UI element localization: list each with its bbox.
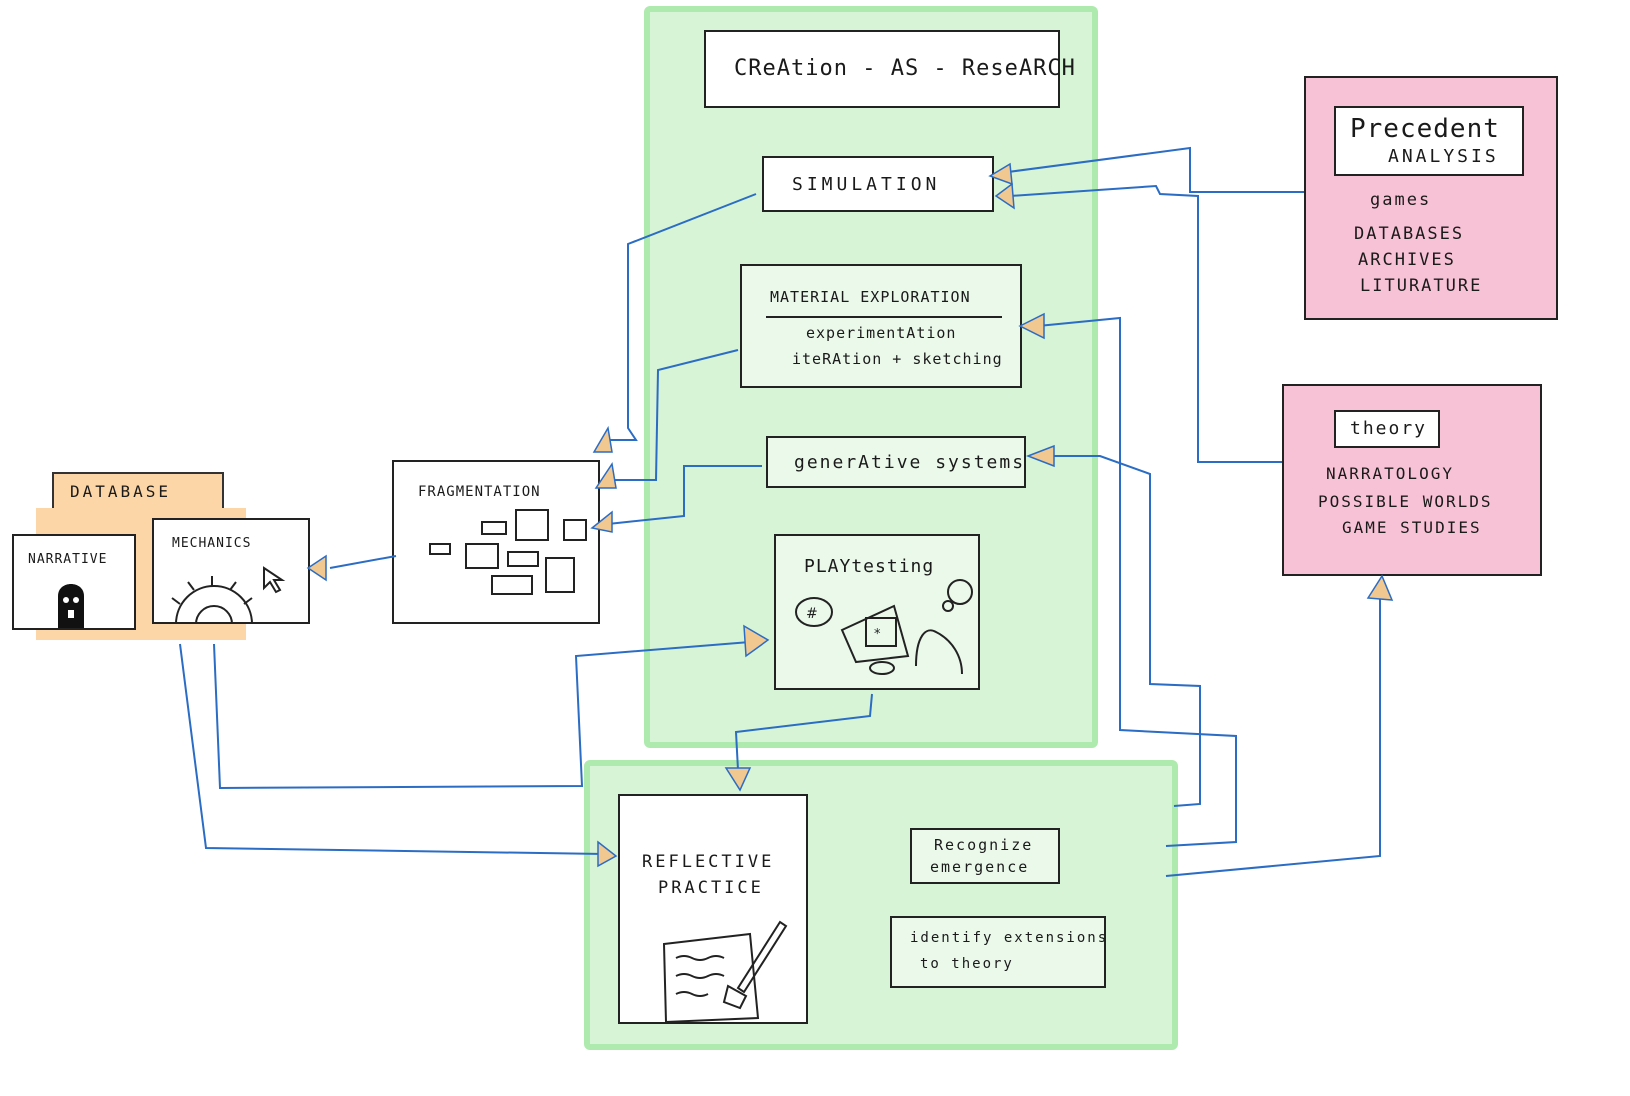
arrowhead-fragmentation-2	[594, 462, 617, 489]
creation-as-research-title-box: CReAtion - AS - ReseARCH	[704, 30, 1075, 108]
narrative-label: NARRAtive	[28, 552, 108, 567]
precedent-title-1: Precedent	[1350, 114, 1500, 144]
reflective-line-1: REfLECtiVE	[642, 852, 775, 872]
theory-title: theory	[1350, 418, 1428, 439]
material-exploration-box: MAteRiAL ExpLoRAtion experimentAtion ite…	[740, 264, 1022, 388]
playtesting-box: PLAYtesting # *	[774, 534, 980, 690]
svg-text:*: *	[874, 627, 881, 642]
creation-as-research-title: CReAtion - AS - ReseARCH	[734, 56, 1076, 81]
narrative-face-icon	[58, 584, 84, 628]
material-line-1: experimentAtion	[806, 324, 957, 342]
identify-line-1: identify extensions	[910, 930, 1109, 946]
fragmentation-box: FRAGMENtAtion	[392, 460, 600, 624]
precedent-item-1: games	[1370, 190, 1432, 210]
theory-title-box: theory	[1334, 410, 1440, 448]
theory-item-3: GAME STUDiES	[1342, 518, 1482, 537]
connector-database-playtesting	[213, 641, 751, 790]
connector-reflection-generative	[1054, 455, 1201, 807]
cursor-icon	[263, 566, 286, 594]
simulation-label: SimuLAtion	[792, 174, 941, 195]
gear-icon	[171, 576, 253, 625]
fragments-icon	[429, 509, 587, 595]
svg-text:#: #	[806, 606, 818, 622]
precedent-analysis-box: Precedent ANALYSiS games DATABASES ARCHi…	[1304, 76, 1558, 320]
reflective-practice-box: REfLECtiVE PRACtiCE	[618, 794, 808, 1024]
mechanics-box: MECHANiCS	[152, 518, 310, 625]
generative-systems-label: generAtive systems	[794, 452, 1026, 473]
database-label: DATABASE	[70, 482, 172, 501]
simulation-box: SimuLAtion	[762, 156, 994, 212]
recognize-emergence-box: Recognize emergence	[910, 828, 1060, 884]
precedent-item-2: DATABASES	[1354, 224, 1465, 244]
connector-playtesting-reflective	[734, 693, 873, 771]
arrowhead-fragmentation-3	[590, 510, 613, 533]
arrowhead-simulation-2	[994, 182, 1015, 210]
generative-systems-box: generAtive systems	[766, 436, 1026, 488]
arrowhead-simulation-1	[988, 162, 1013, 186]
arrowhead-reflective	[597, 840, 618, 868]
narrative-box: NARRAtive	[12, 534, 136, 630]
mechanics-label: MECHANiCS	[172, 536, 252, 551]
precedent-item-4: LituRAtuRE	[1360, 276, 1483, 296]
precedent-title-2: ANALYSiS	[1388, 146, 1499, 167]
connector-database-reflective	[179, 643, 605, 855]
theory-item-1: NARRAtology	[1326, 464, 1454, 483]
material-line-2: iteRAtion + sketching	[792, 350, 1003, 368]
reflective-line-2: PRACtiCE	[658, 878, 764, 898]
fragmentation-label: FRAGMENtAtion	[418, 484, 541, 500]
connector-reflection-theory	[1165, 596, 1381, 877]
connector-material-fragmentation	[612, 349, 739, 481]
arrowhead-theory	[1366, 574, 1394, 601]
theory-item-2: POSSiBLE WORLDS	[1318, 492, 1493, 511]
recognize-line-2: emergence	[930, 858, 1030, 876]
arrowhead-reflective-top	[724, 767, 752, 792]
arrowhead-material	[1018, 312, 1045, 340]
playtesting-label: PLAYtesting	[804, 556, 935, 577]
precedent-title-box: Precedent ANALYSiS	[1334, 106, 1524, 176]
connector-fragmentation-mechanics	[329, 555, 397, 569]
connector-generative-fragmentation	[607, 465, 762, 525]
connector-simulation-fragmentation	[608, 193, 757, 441]
arrowhead-playtesting	[743, 624, 770, 658]
connector-reflection-material	[1037, 316, 1237, 847]
identify-line-2: to theory	[920, 956, 1014, 972]
arrowhead-mechanics	[306, 554, 327, 582]
database-folder-tab	[52, 472, 224, 512]
material-exploration-title: MAteRiAL ExpLoRAtion	[770, 288, 971, 306]
theory-box: theory NARRAtology POSSiBLE WORLDS GAME …	[1282, 384, 1542, 576]
playtesting-sketch-icon: # *	[795, 579, 973, 675]
recognize-line-1: Recognize	[934, 836, 1034, 854]
connector-precedent-simulation	[1007, 146, 1304, 193]
identify-extensions-box: identify extensions to theory	[890, 916, 1106, 988]
arrowhead-generative	[1025, 444, 1055, 468]
precedent-item-3: ARCHiVES	[1358, 250, 1456, 270]
material-divider	[766, 316, 1002, 318]
arrowhead-fragmentation-1	[592, 425, 613, 453]
connector-theory-simulation	[1009, 184, 1282, 463]
writing-icon	[662, 920, 788, 1024]
